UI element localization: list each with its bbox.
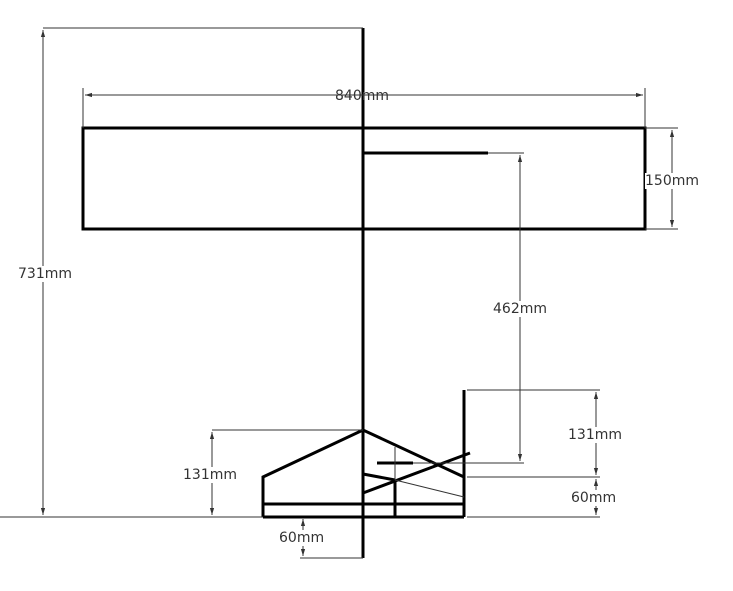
wing-span-label: 840mm [335,88,389,104]
wing-chord-label: 150mm [645,173,699,189]
drawing-lines [81,28,647,558]
total-height-label: 731mm [18,266,72,282]
right-tail-height-label: 131mm [568,427,622,443]
right-base-height-label: 60mm [571,490,617,506]
bottom-offset-label: 60mm [279,530,325,546]
dimension-lines [0,27,678,559]
tail-roof [261,428,465,517]
left-tail-height-label: 131mm [183,467,237,483]
tail-distance-label: 462mm [493,301,547,317]
